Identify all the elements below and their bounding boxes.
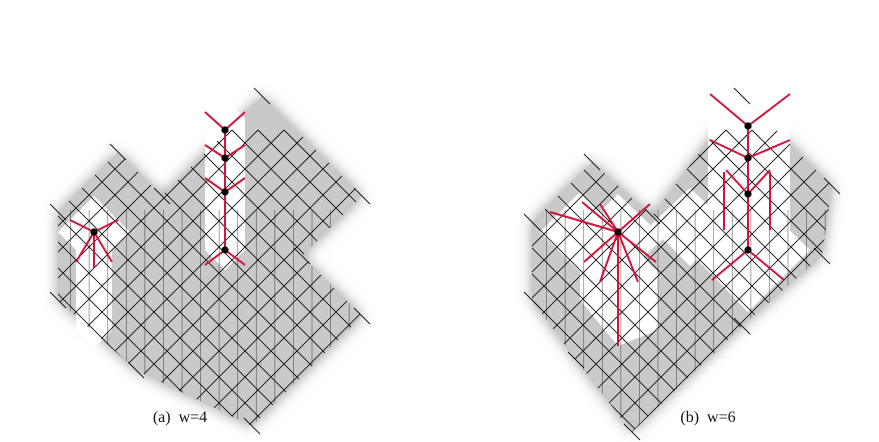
grid-line bbox=[0, 130, 32, 442]
grid-line bbox=[0, 130, 32, 442]
grid-line bbox=[848, 130, 879, 442]
tree-node bbox=[221, 154, 228, 161]
grid-line bbox=[874, 130, 879, 442]
grid-line bbox=[856, 130, 879, 442]
tree-node bbox=[744, 246, 751, 253]
grid-line bbox=[0, 130, 58, 442]
grid-line bbox=[0, 130, 24, 442]
grid-line bbox=[822, 130, 879, 442]
grid-line bbox=[0, 130, 24, 442]
tree-node bbox=[744, 122, 751, 129]
grid-line bbox=[874, 130, 879, 442]
grid-line bbox=[822, 130, 879, 442]
tree-node bbox=[90, 228, 97, 235]
grid-line bbox=[830, 130, 879, 442]
grid-line bbox=[0, 130, 58, 442]
tree-node bbox=[744, 154, 751, 161]
grid-line bbox=[848, 130, 879, 442]
grid-line bbox=[0, 130, 50, 442]
grid-line bbox=[0, 130, 50, 442]
grid-line bbox=[0, 130, 6, 442]
caption-panel-b: (b) w=6 bbox=[618, 404, 798, 432]
tree-node bbox=[221, 126, 228, 133]
tree-node bbox=[744, 190, 751, 197]
tree-node bbox=[221, 246, 228, 253]
tree-node bbox=[614, 228, 621, 235]
grid-line bbox=[830, 130, 879, 442]
grid-line bbox=[0, 130, 6, 442]
grid-line bbox=[856, 130, 879, 442]
caption-panel-a: (a) w=4 bbox=[90, 404, 270, 432]
tree-node bbox=[221, 188, 228, 195]
